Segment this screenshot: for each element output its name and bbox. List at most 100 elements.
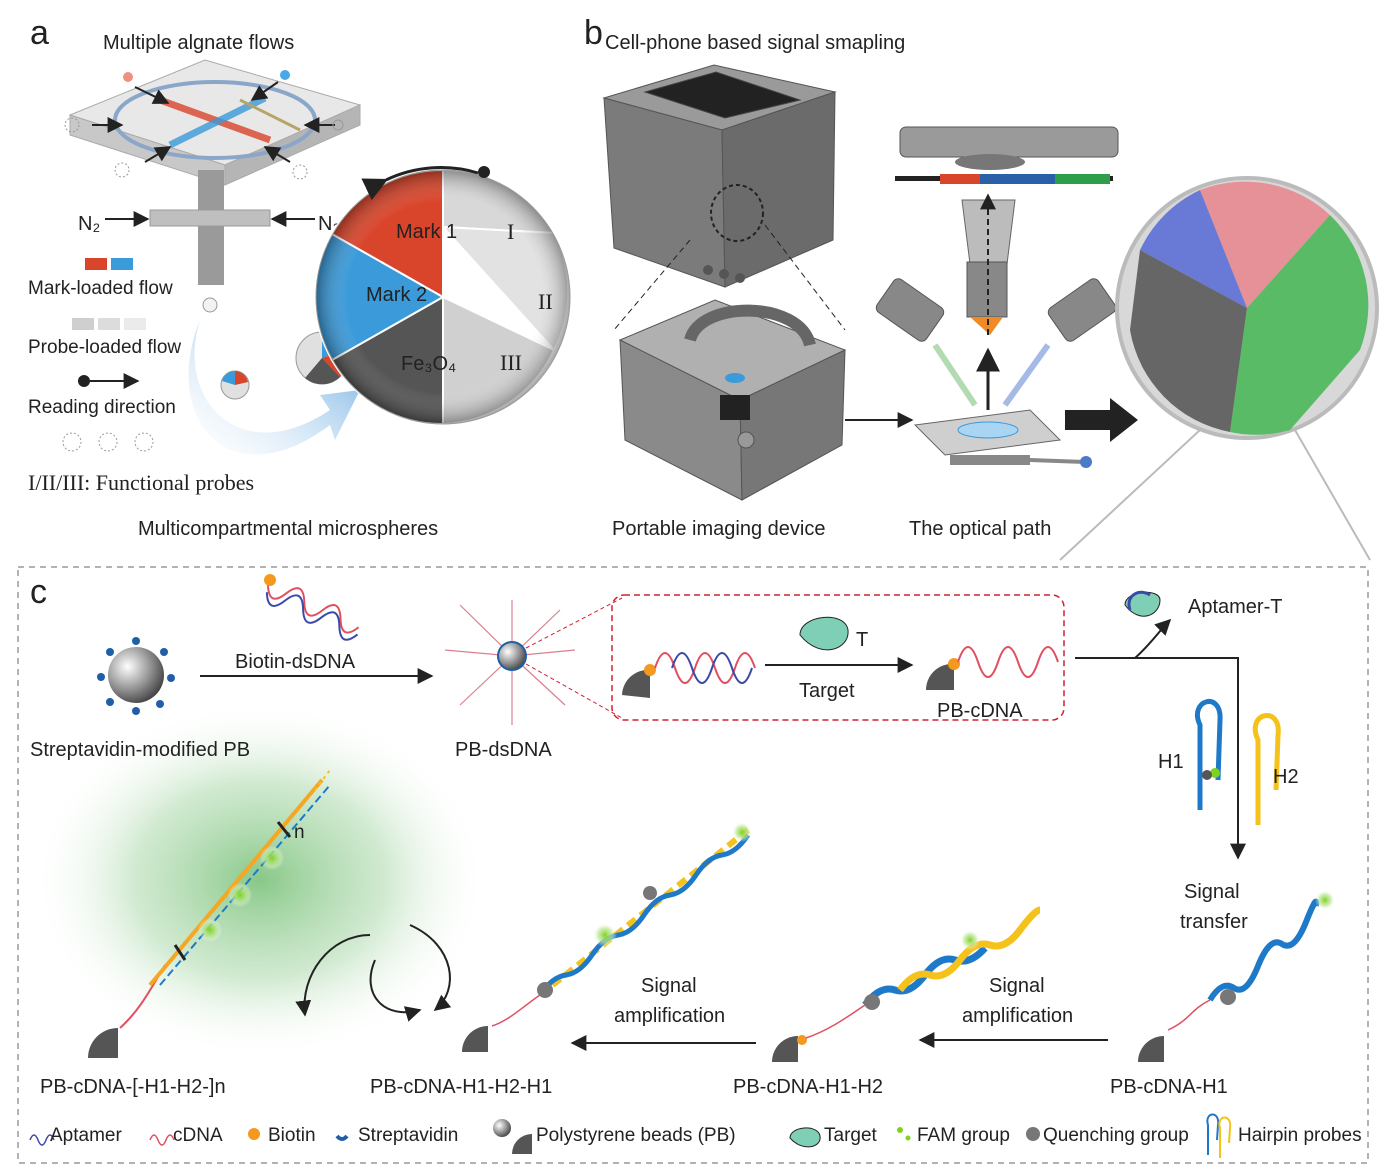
mark-swatch-red [85,258,107,270]
bead-with-dsdna [622,652,756,698]
signal-amp2-line2: amplification [614,1005,725,1027]
aptamer-legend-icon [29,1134,55,1146]
encoded-microsphere [1059,176,1379,561]
panel-a: a Multiple algnate flows [28,14,571,540]
biotin-dsdna-label: Biotin-dsDNA [235,651,356,673]
mark-swatch-blue [111,258,133,270]
probe-loaded-flow-label: Probe-loaded flow [28,337,181,358]
pie-label-mark1: Mark 1 [396,221,457,243]
hairpin-h1 [1195,699,1223,810]
optics-to-sphere-arrow [1065,398,1138,442]
optical-path-diagram [875,126,1119,468]
legend-target: Target [824,1125,878,1146]
aptamer-release-arrow [1134,618,1172,659]
functional-probe-icons [62,432,154,452]
aptamer-t-label: Aptamer-T [1188,596,1282,618]
t-label: T [856,629,868,651]
imaging-device-box [602,64,846,331]
streptavidin-legend-icon [335,1134,349,1141]
portable-device-caption: Portable imaging device [612,518,825,540]
legend: Aptamer cDNA Biotin Streptavidin Polysty… [29,1113,1362,1158]
panel-b-letter: b [584,14,603,52]
pie-label-iii: III [500,350,522,375]
biotin-dsdna-strand [264,574,360,641]
pie-label-fe3o4: Fe₃O₄ [401,353,456,375]
microsphere-small [220,370,250,400]
droplet-small [202,297,218,313]
optical-path-caption: The optical path [909,518,1051,540]
streptavidin-bead [97,637,175,715]
pie-label-i: I [507,219,514,244]
fam-legend-icon [897,1127,903,1133]
aptamer-target-complex [1124,590,1161,617]
pb-dsdna-bead [444,600,576,725]
legend-cdna: cDNA [173,1125,223,1146]
pb-cdna-h1-label: PB-cDNA-H1 [1110,1076,1228,1098]
signal-amp1-line2: amplification [962,1005,1073,1027]
pb-cdna-h1-h2-h1-structure [462,822,752,1052]
microfluidic-chip [64,59,362,285]
imaging-device-interior [618,299,847,501]
panel-a-letter: a [30,14,49,52]
formation-sweep-arrow [188,320,360,455]
h1-label: H1 [1158,751,1184,773]
pb-cdna-h1-h2-structure [772,906,1041,1062]
bead-cut-legend-icon [512,1134,532,1154]
h2-label: H2 [1273,766,1299,788]
target-label: Target [799,680,855,702]
target-legend-icon [789,1127,821,1148]
pb-dsdna-label: PB-dsDNA [455,739,552,761]
panel-b: b Cell-phone based signal smapling [584,14,1379,561]
cdna-legend-icon [149,1134,175,1146]
green-glow [30,700,490,1060]
pie-label-mark2: Mark 2 [366,284,427,306]
main-flow-arrow [1075,657,1246,860]
target-blob [799,616,849,651]
functional-probes-label: I/II/III: Functional probes [28,470,254,495]
probe-swatch-2 [98,318,120,330]
signal-transfer-line1: Signal [1184,881,1240,903]
bead-with-cdna [925,646,1059,690]
panel-c-letter: c [30,573,47,611]
probe-swatch-1 [72,318,94,330]
signal-amp1-line1: Signal [989,975,1045,997]
signal-transfer-line2: transfer [1180,911,1248,933]
zoom-box [611,594,1065,721]
biotin-legend-icon [248,1128,260,1140]
legend-biotin: Biotin [268,1125,316,1146]
panel-a-caption: Multicompartmental microspheres [138,518,438,540]
pb-cdna-h1-h2-h1-label: PB-cDNA-H1-H2-H1 [370,1076,552,1098]
legend-quenching: Quenching group [1043,1125,1189,1146]
hairpin-h2 [1252,713,1281,825]
pb-cdna-h1-h2-label: PB-cDNA-H1-H2 [733,1076,883,1098]
panel-a-title: Multiple algnate flows [103,32,294,54]
zoom-line-top [525,597,623,649]
pb-cdna-n-label: PB-cDNA-[-H1-H2-]n [40,1076,226,1098]
legend-fam: FAM group [917,1125,1010,1146]
streptavidin-pb-label: Streptavidin-modified PB [30,739,250,761]
panel-c: c Streptavidin-modified PB Biotin-dsDNA [17,566,1369,1164]
quenching-legend-icon [1026,1127,1040,1141]
legend-hairpin: Hairpin probes [1238,1125,1362,1146]
cycle-arrows [295,924,452,1022]
zoom-line-bottom [525,663,623,719]
bead-legend-icon [493,1119,511,1137]
pb-cdna-polymer-structure [88,769,331,1058]
n-label: n [294,822,305,843]
pie-label-ii: II [538,289,553,314]
reading-dot-icon [78,375,90,387]
reading-direction-label: Reading direction [28,397,176,418]
n2-left-label: N₂ [78,213,100,235]
signal-amp2-line1: Signal [641,975,697,997]
hairpin-legend-icon [1206,1113,1220,1155]
panel-b-title: Cell-phone based signal smapling [605,32,905,54]
pb-cdna-h1-structure [1138,890,1335,1062]
probe-swatch-3 [124,318,146,330]
panel-c-border [17,566,1369,1164]
mark-loaded-flow-label: Mark-loaded flow [28,278,173,299]
pb-cdna-label: PB-cDNA [937,700,1023,722]
legend-aptamer: Aptamer [50,1125,122,1146]
legend-pb: Polystyrene beads (PB) [536,1125,736,1146]
legend-streptavidin: Streptavidin [358,1125,458,1146]
